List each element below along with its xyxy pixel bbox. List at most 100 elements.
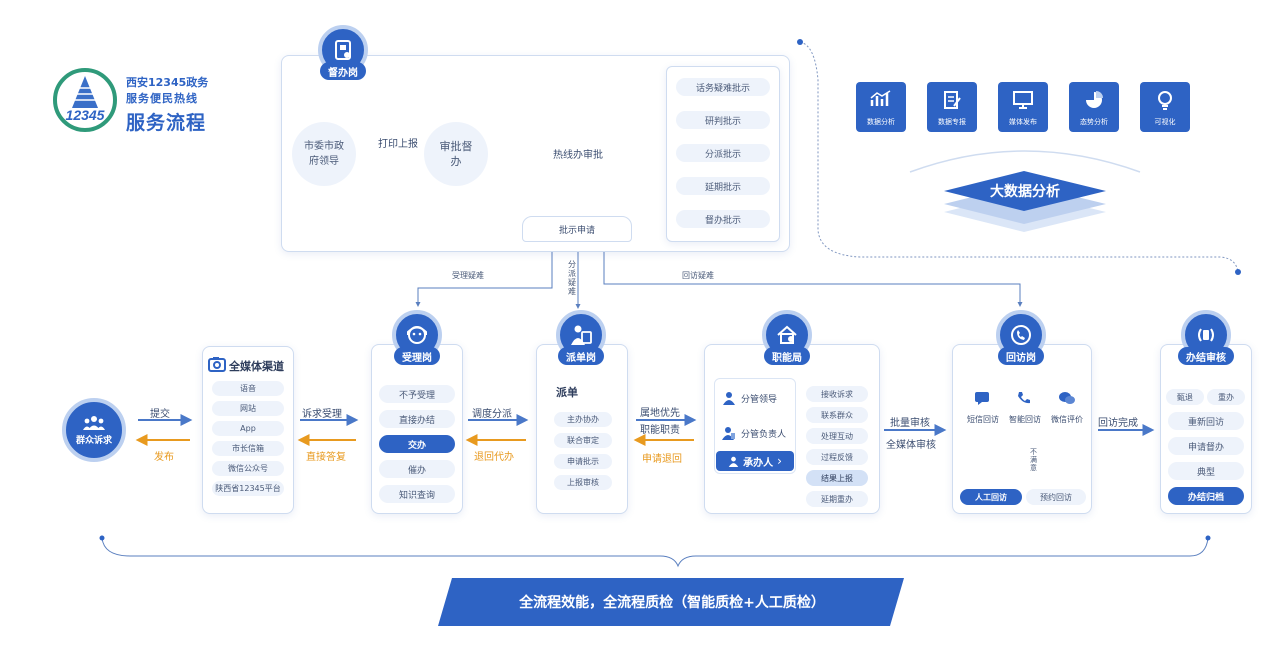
- instruction-item[interactable]: 研判批示: [676, 111, 770, 129]
- revisit-channel-label[interactable]: 短信回访: [967, 415, 999, 424]
- revisit-done-label: 回访完成: [1098, 418, 1138, 429]
- media-channel-item[interactable]: 网站: [212, 401, 284, 416]
- accept-issue-label: 受理疑难: [452, 271, 484, 280]
- accept-action-item[interactable]: 催办: [379, 460, 455, 478]
- approval-apply-label: 批示申请: [558, 225, 595, 236]
- dispatch-title: 派单: [556, 386, 578, 399]
- appointment-revisit-button[interactable]: 预约回访: [1026, 489, 1086, 505]
- media-channel-item[interactable]: App: [212, 421, 284, 436]
- direct-reply-label: 直接答复: [306, 452, 346, 463]
- approve-supervise-node: 审批督办: [424, 122, 488, 186]
- bigdata-icon-label: 态势分析: [1080, 118, 1108, 126]
- citizen-label: 群众诉求: [75, 435, 112, 446]
- accept-action-item[interactable]: 不予受理: [379, 385, 455, 403]
- func-role-label: 分管负责人: [741, 430, 787, 440]
- func-role-label: 分管领导: [741, 395, 778, 405]
- bigdata-icon-label: 可视化: [1154, 118, 1176, 126]
- revisit-panel: [952, 344, 1092, 514]
- accept-action-item[interactable]: 直接办结: [379, 410, 455, 428]
- schedule-dispatch-label: 调度分派: [472, 409, 512, 420]
- hotline-approval-node: 热线办审批: [553, 150, 603, 161]
- supervise-badge-label: 督办岗: [320, 62, 366, 80]
- logo-line-3: 服务流程: [126, 112, 207, 134]
- reject-button[interactable]: 甄退: [1166, 389, 1204, 405]
- revisit-issue-label: 回访疑难: [682, 271, 714, 280]
- media-channel-item[interactable]: 市长信箱: [212, 441, 284, 456]
- publish-label: 发布: [154, 452, 174, 463]
- func-step-item[interactable]: 过程反馈: [806, 449, 868, 465]
- submit-label: 提交: [150, 409, 170, 420]
- close-action-item[interactable]: 典型: [1168, 462, 1244, 480]
- camera-icon: [208, 356, 226, 372]
- local-priority-label: 属地优先: [640, 408, 680, 419]
- bottom-banner: 全流程效能，全流程质检（智能质检+人工质检）: [519, 595, 825, 611]
- dispatch-action-item[interactable]: 申请批示: [554, 454, 612, 469]
- handler-button[interactable]: 承办人›: [716, 451, 794, 471]
- close-action-item[interactable]: 申请督办: [1168, 437, 1244, 455]
- instruction-item[interactable]: 话务疑难批示: [676, 78, 770, 96]
- manual-revisit-button[interactable]: 人工回访: [960, 489, 1022, 505]
- citizen-node[interactable]: 群众诉求: [62, 398, 126, 462]
- logo-emblem: 12345: [50, 68, 120, 132]
- deputy-icon: [722, 425, 736, 440]
- duty-label: 职能职责: [640, 425, 680, 436]
- dispatch-action-item[interactable]: 联合审定: [554, 433, 612, 448]
- revisit-channel-label[interactable]: 智能回访: [1009, 415, 1041, 424]
- chevron-right-icon: ›: [777, 454, 782, 468]
- print-report-label: 打印上报: [378, 139, 418, 150]
- bigdata-title: 大数据分析: [990, 184, 1060, 200]
- close-action-item[interactable]: 办结归档: [1168, 487, 1244, 505]
- instruction-item[interactable]: 延期批示: [676, 177, 770, 195]
- func-badge-label: 职能局: [764, 347, 810, 365]
- media-to-accept-label: 诉求受理: [302, 409, 342, 420]
- approval-apply-node: 批示申请: [522, 216, 632, 242]
- func-step-item[interactable]: 联系群众: [806, 407, 868, 423]
- bigdata-icon-label: 数据分析: [867, 118, 895, 126]
- sms-icon: [974, 390, 992, 406]
- handler-label: 承办人: [743, 457, 774, 469]
- media-title: 全媒体渠道: [229, 360, 284, 373]
- accept-action-item[interactable]: 知识查询: [379, 485, 455, 503]
- media-channel-item[interactable]: 陕西省12345平台: [212, 481, 284, 496]
- wechat-icon: [1058, 390, 1076, 406]
- func-step-item[interactable]: 延期重办: [806, 491, 868, 507]
- media-channel-item[interactable]: 语音: [212, 381, 284, 396]
- dispatch-action-item[interactable]: 上报审核: [554, 475, 612, 490]
- close-action-item[interactable]: 重新回访: [1168, 412, 1244, 430]
- dispatch-badge-label: 派单岗: [558, 347, 604, 365]
- dispatch-action-item[interactable]: 主办协办: [554, 412, 612, 427]
- func-step-item[interactable]: 接收诉求: [806, 386, 868, 402]
- chart-icon[interactable]: [856, 82, 906, 132]
- redo-button[interactable]: 重办: [1207, 389, 1245, 405]
- report-icon[interactable]: [927, 82, 977, 132]
- monitor-icon[interactable]: [998, 82, 1048, 132]
- close-badge-label: 办结审核: [1178, 347, 1234, 365]
- logo-line-2: 服务便民热线: [126, 92, 198, 105]
- revisit-badge-label: 回访岗: [998, 347, 1044, 365]
- bigdata-icon-label: 媒体发布: [1009, 118, 1037, 126]
- func-step-item[interactable]: 结果上报: [806, 470, 868, 486]
- instruction-item[interactable]: 分派批示: [676, 144, 770, 162]
- return-agent-label: 退回代办: [474, 452, 514, 463]
- instruction-item[interactable]: 督办批示: [676, 210, 770, 228]
- leader-node: 市委市政府领导: [292, 122, 356, 186]
- accept-action-item[interactable]: 交办: [379, 435, 455, 453]
- dispatch-issue-label: 分派疑难: [568, 260, 576, 296]
- pie-icon[interactable]: [1069, 82, 1119, 132]
- manager-icon: [722, 390, 736, 405]
- batch-review-label: 批量审核: [890, 418, 930, 429]
- logo-line-1: 西安12345政务: [126, 76, 209, 89]
- apply-return-label: 申请退回: [642, 454, 682, 465]
- bulb-icon[interactable]: [1140, 82, 1190, 132]
- accept-badge-label: 受理岗: [394, 347, 440, 365]
- bigdata-icon-label: 数据专报: [938, 118, 966, 126]
- revisit-channel-label[interactable]: 微信评价: [1051, 415, 1083, 424]
- media-review-label: 全媒体审核: [886, 440, 936, 451]
- logo-emblem-text: 12345: [66, 107, 105, 123]
- handler-icon: [728, 452, 739, 471]
- unsatisfied-label: 不满意: [1030, 448, 1037, 472]
- media-channel-item[interactable]: 微信公众号: [212, 461, 284, 476]
- func-step-item[interactable]: 处理互动: [806, 428, 868, 444]
- people-icon: [83, 415, 105, 430]
- phone-icon: [1016, 390, 1034, 406]
